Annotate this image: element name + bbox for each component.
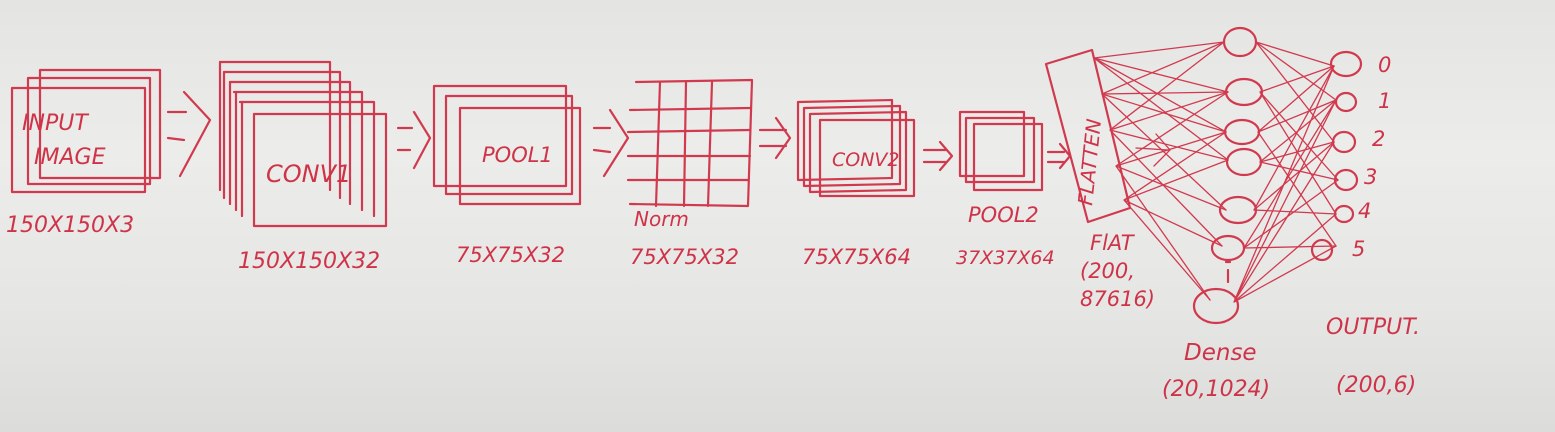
conv1-stack-2 (222, 70, 342, 200)
conv1-stack-5 (238, 100, 376, 218)
output-class-label: 5 (1352, 237, 1365, 261)
output-class-label: 4 (1358, 199, 1371, 223)
norm-block: Norm 75X75X32 (626, 78, 754, 269)
conv2-stack-front (818, 118, 916, 198)
conv2-stack-1 (796, 98, 894, 182)
dense-node (1224, 77, 1264, 107)
pool1-shape-label: 75X75X32 (456, 243, 565, 267)
output-class-label: 3 (1364, 165, 1377, 189)
input-title-line2: IMAGE (34, 145, 106, 170)
arrow-pool1-to-norm (592, 108, 630, 178)
pool2-title: POOL2 (968, 203, 1039, 227)
conv1-shape-label: 150X150X32 (238, 249, 380, 274)
arrow-norm-to-conv2 (758, 116, 792, 160)
arrow-input-to-conv1 (166, 90, 212, 178)
pool1-stack-mid (444, 94, 574, 196)
conv1-title: CONV1 (266, 160, 351, 188)
output-node (1334, 91, 1358, 113)
output-class-label: 2 (1372, 127, 1385, 151)
dense-output-connections (1233, 41, 1339, 303)
pool2-stack-back (958, 110, 1026, 178)
output-node (1333, 204, 1355, 224)
arrow-pool2-to-flatten (1046, 142, 1072, 170)
input-title-line1: INPUT (22, 111, 89, 136)
conv1-stack-4 (232, 90, 364, 212)
pool1-block: POOL1 75X75X32 (432, 84, 582, 267)
input-stack-back (38, 68, 162, 180)
input-shape-label: 150X150X3 (6, 213, 134, 238)
conv1-block: CONV1 150X150X32 (218, 60, 388, 274)
arrow-conv2-to-pool2 (922, 140, 954, 172)
conv2-block: CONV2 75X75X64 (796, 98, 916, 269)
flatten-title: FLATTEN (1073, 118, 1106, 207)
dense-nodes (1192, 26, 1264, 325)
output-class-label: 1 (1378, 89, 1391, 113)
flatten-block: FLATTEN FlAT (200, 87616) (1044, 48, 1155, 311)
dense-node (1222, 26, 1258, 58)
conv2-stack-2 (802, 104, 902, 188)
input-image-block: INPUT IMAGE 150X150X3 (6, 68, 162, 238)
dense-node (1210, 234, 1246, 262)
dense-node (1223, 118, 1261, 146)
output-node (1310, 238, 1334, 262)
conv2-title: CONV2 (832, 149, 900, 171)
conv1-stack-front (252, 112, 388, 228)
dense-node (1225, 147, 1263, 177)
pool2-shape-label: 37X37X64 (956, 247, 1055, 269)
dense-label: Dense (1184, 340, 1257, 366)
conv2-stack-3 (808, 110, 908, 194)
input-stack-front (10, 86, 147, 194)
flatten-label: FlAT (1090, 231, 1136, 255)
norm-grid-outline (628, 78, 754, 208)
output-node (1333, 168, 1359, 192)
pool1-stack-back (432, 84, 568, 188)
output-class-label: 0 (1378, 53, 1391, 77)
flatten-bar (1044, 48, 1132, 224)
conv2-shape-label: 75X75X64 (802, 245, 911, 269)
dense-shape-label: (20,1024) (1162, 377, 1270, 402)
output-node (1331, 130, 1357, 154)
output-node (1329, 50, 1363, 78)
pool2-stack-front (972, 122, 1044, 192)
pool2-block: POOL2 37X37X64 (956, 110, 1055, 269)
flatten-shape-line2: 87616) (1080, 287, 1155, 311)
pool2-stack-mid (964, 116, 1036, 184)
norm-title: Norm (634, 207, 689, 231)
dense-ellipsis (1224, 260, 1232, 284)
output-label: OUTPUT. (1326, 315, 1420, 340)
norm-shape-label: 75X75X32 (630, 245, 739, 269)
dense-node (1192, 287, 1240, 325)
flatten-dense-connections (1093, 41, 1229, 301)
output-nodes (1310, 50, 1363, 262)
pool1-title: POOL1 (482, 143, 553, 167)
arrow-conv1-to-pool1 (396, 110, 432, 170)
conv1-stack-1 (218, 60, 332, 192)
conv1-stack-3 (228, 80, 352, 206)
pool1-stack-front (458, 106, 582, 206)
input-stack-mid (26, 76, 152, 186)
flatten-shape-line1: (200, (1080, 259, 1135, 283)
output-shape-label: (200,6) (1336, 373, 1416, 398)
dense-output-network: 0 1 2 3 4 5 Dense (20,1024) OUTPUT. (200… (1093, 26, 1420, 402)
output-class-labels: 0 1 2 3 4 5 (1352, 53, 1391, 261)
